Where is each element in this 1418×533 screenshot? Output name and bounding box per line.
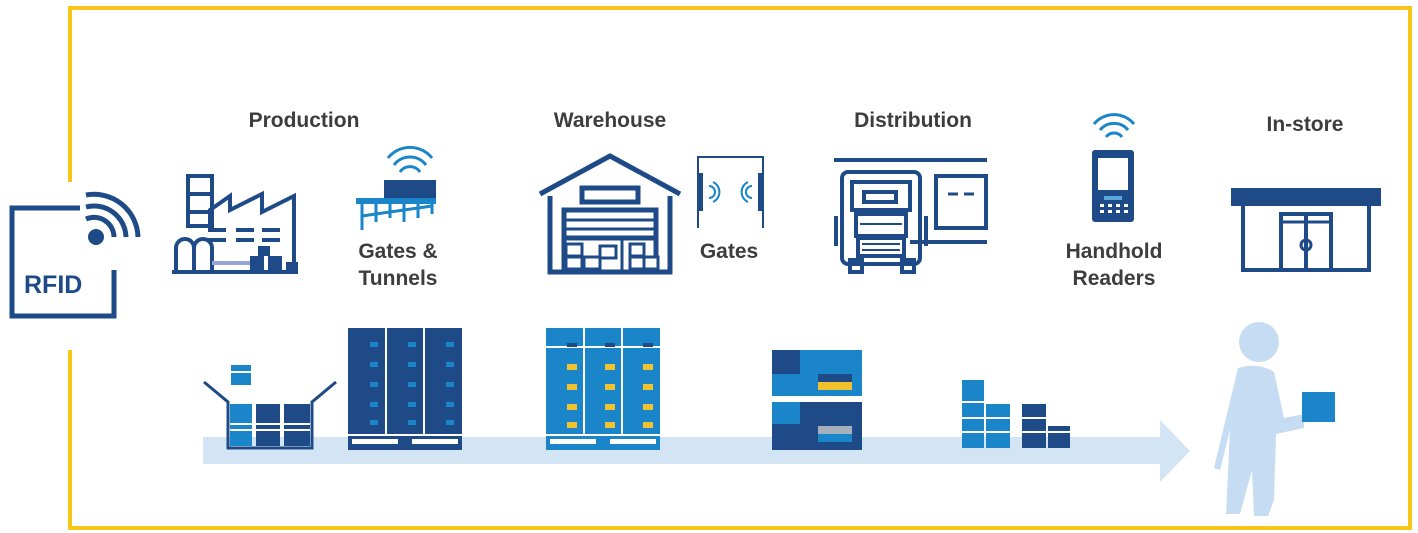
open-box-icon [203, 365, 337, 450]
tool-label-handhold-readers-line2: Readers [1072, 267, 1156, 290]
factory-icon [172, 174, 298, 274]
blue-pallet-icon [546, 328, 660, 450]
truck-icon [834, 158, 988, 274]
navy-pallet-icon [348, 328, 462, 450]
rfid-label: RFID [24, 271, 83, 299]
stacked-boxes-icon [772, 350, 862, 450]
tool-label-handhold-readers: Handhold Readers [1054, 238, 1174, 292]
shopper-icon [1214, 322, 1335, 516]
tool-label-handhold-readers-line1: Handhold [1065, 240, 1163, 263]
tool-label-gates: Gates [699, 240, 759, 263]
stage-title-in-store: In-store [1266, 113, 1344, 136]
tool-label-gates-tunnels: Gates & Tunnels [346, 238, 450, 292]
stage-title-production: Production [248, 109, 360, 132]
warehouse-icon [538, 153, 682, 275]
handheld-reader-icon [1092, 113, 1136, 222]
gates-tunnels-icon [356, 145, 436, 230]
stage-title-warehouse: Warehouse [553, 109, 667, 132]
tool-label-gates-tunnels-line2: Tunnels [358, 267, 438, 290]
rfid-tag-icon [9, 191, 141, 319]
stage-title-distribution: Distribution [854, 109, 972, 132]
store-icon [1231, 188, 1381, 272]
small-box-stacks-icon [962, 380, 1070, 448]
yellow-frame [68, 6, 1412, 530]
tool-label-gates-tunnels-line1: Gates & [358, 240, 438, 263]
gates-icon [697, 156, 764, 228]
